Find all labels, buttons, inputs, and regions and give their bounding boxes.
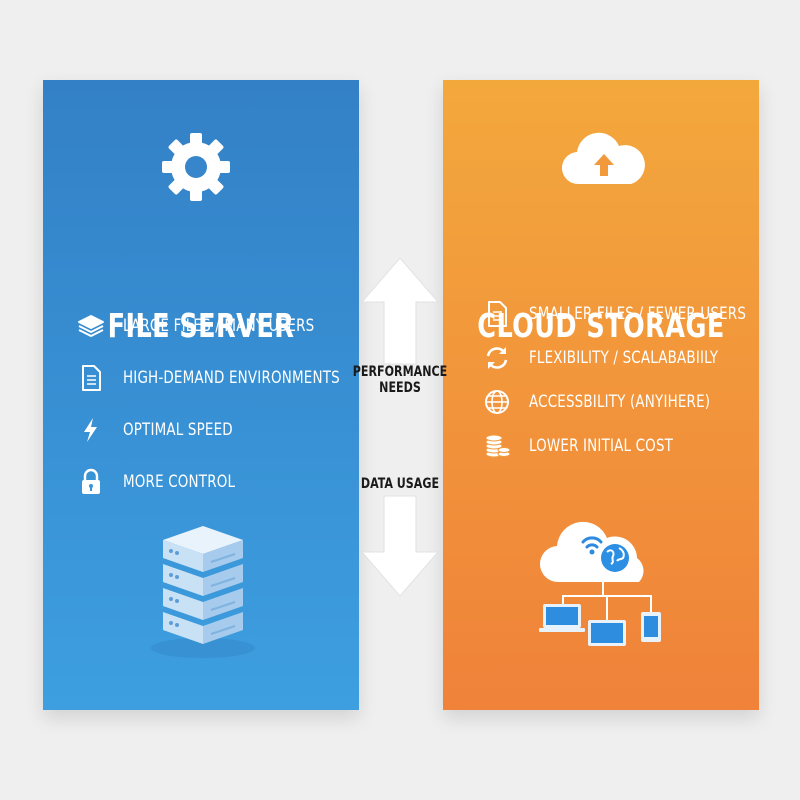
list-item: SMALLER FILES / FEWER USERS [483, 300, 749, 344]
arrow-up-icon [360, 257, 440, 365]
lock-icon [82, 468, 100, 494]
list-item-label: OPTIMAL SPEED [123, 420, 233, 440]
feature-list: LARGE FILES / MANY USERS HIGH-DEMAND ENV… [77, 312, 349, 520]
list-item: LARGE FILES / MANY USERS [77, 312, 349, 364]
list-item: OPTIMAL SPEED [77, 416, 349, 468]
cloud-upload-icon [561, 132, 645, 185]
gear-icon [162, 133, 230, 201]
panel-title: CLOUD STORAGE [477, 306, 725, 345]
list-item-label: ACCESSBILITY (ANYIHERE) [529, 392, 711, 412]
list-item: HIGH-DEMAND ENVIRONMENTS [77, 364, 349, 416]
layers-icon [78, 315, 104, 337]
list-item-label: LARGE FILES / MANY USERS [123, 316, 315, 336]
coins-icon [485, 434, 511, 458]
list-item-label: SMALLER FILES / FEWER USERS [529, 304, 747, 324]
list-item-label: LOWER INITIAL COST [529, 436, 674, 456]
server-stack-icon [151, 526, 255, 658]
panel-title: FILE SERVER [107, 306, 295, 345]
data-usage-label: DATA USAGE [360, 476, 440, 492]
document-icon [82, 365, 101, 391]
cloud-devices-icon [539, 521, 661, 646]
list-item-label: MORE CONTROL [123, 472, 236, 492]
list-item: ACCESSBILITY (ANYIHERE) [483, 388, 749, 432]
cloud-storage-panel: CLOUD STORAGE SMALLER FILES / FEWER USER… [443, 80, 759, 710]
list-item-label: FLEXIBILITY / SCALABABIILY [529, 348, 719, 368]
performance-needs-label: PERFORMANCE NEEDS [352, 364, 448, 396]
file-server-panel: FILE SERVER LARGE FILES / MANY USERS HIG… [43, 80, 359, 710]
feature-list: SMALLER FILES / FEWER USERS FLEXIBILITY … [483, 300, 749, 476]
list-item: LOWER INITIAL COST [483, 432, 749, 476]
lightning-icon [84, 418, 97, 442]
list-item: FLEXIBILITY / SCALABABIILY [483, 344, 749, 388]
arrow-down-icon [360, 495, 440, 597]
list-item: MORE CONTROL [77, 468, 349, 520]
refresh-icon [486, 347, 508, 369]
globe-icon [485, 390, 509, 414]
list-item-label: HIGH-DEMAND ENVIRONMENTS [123, 368, 340, 388]
document-icon [488, 301, 507, 327]
